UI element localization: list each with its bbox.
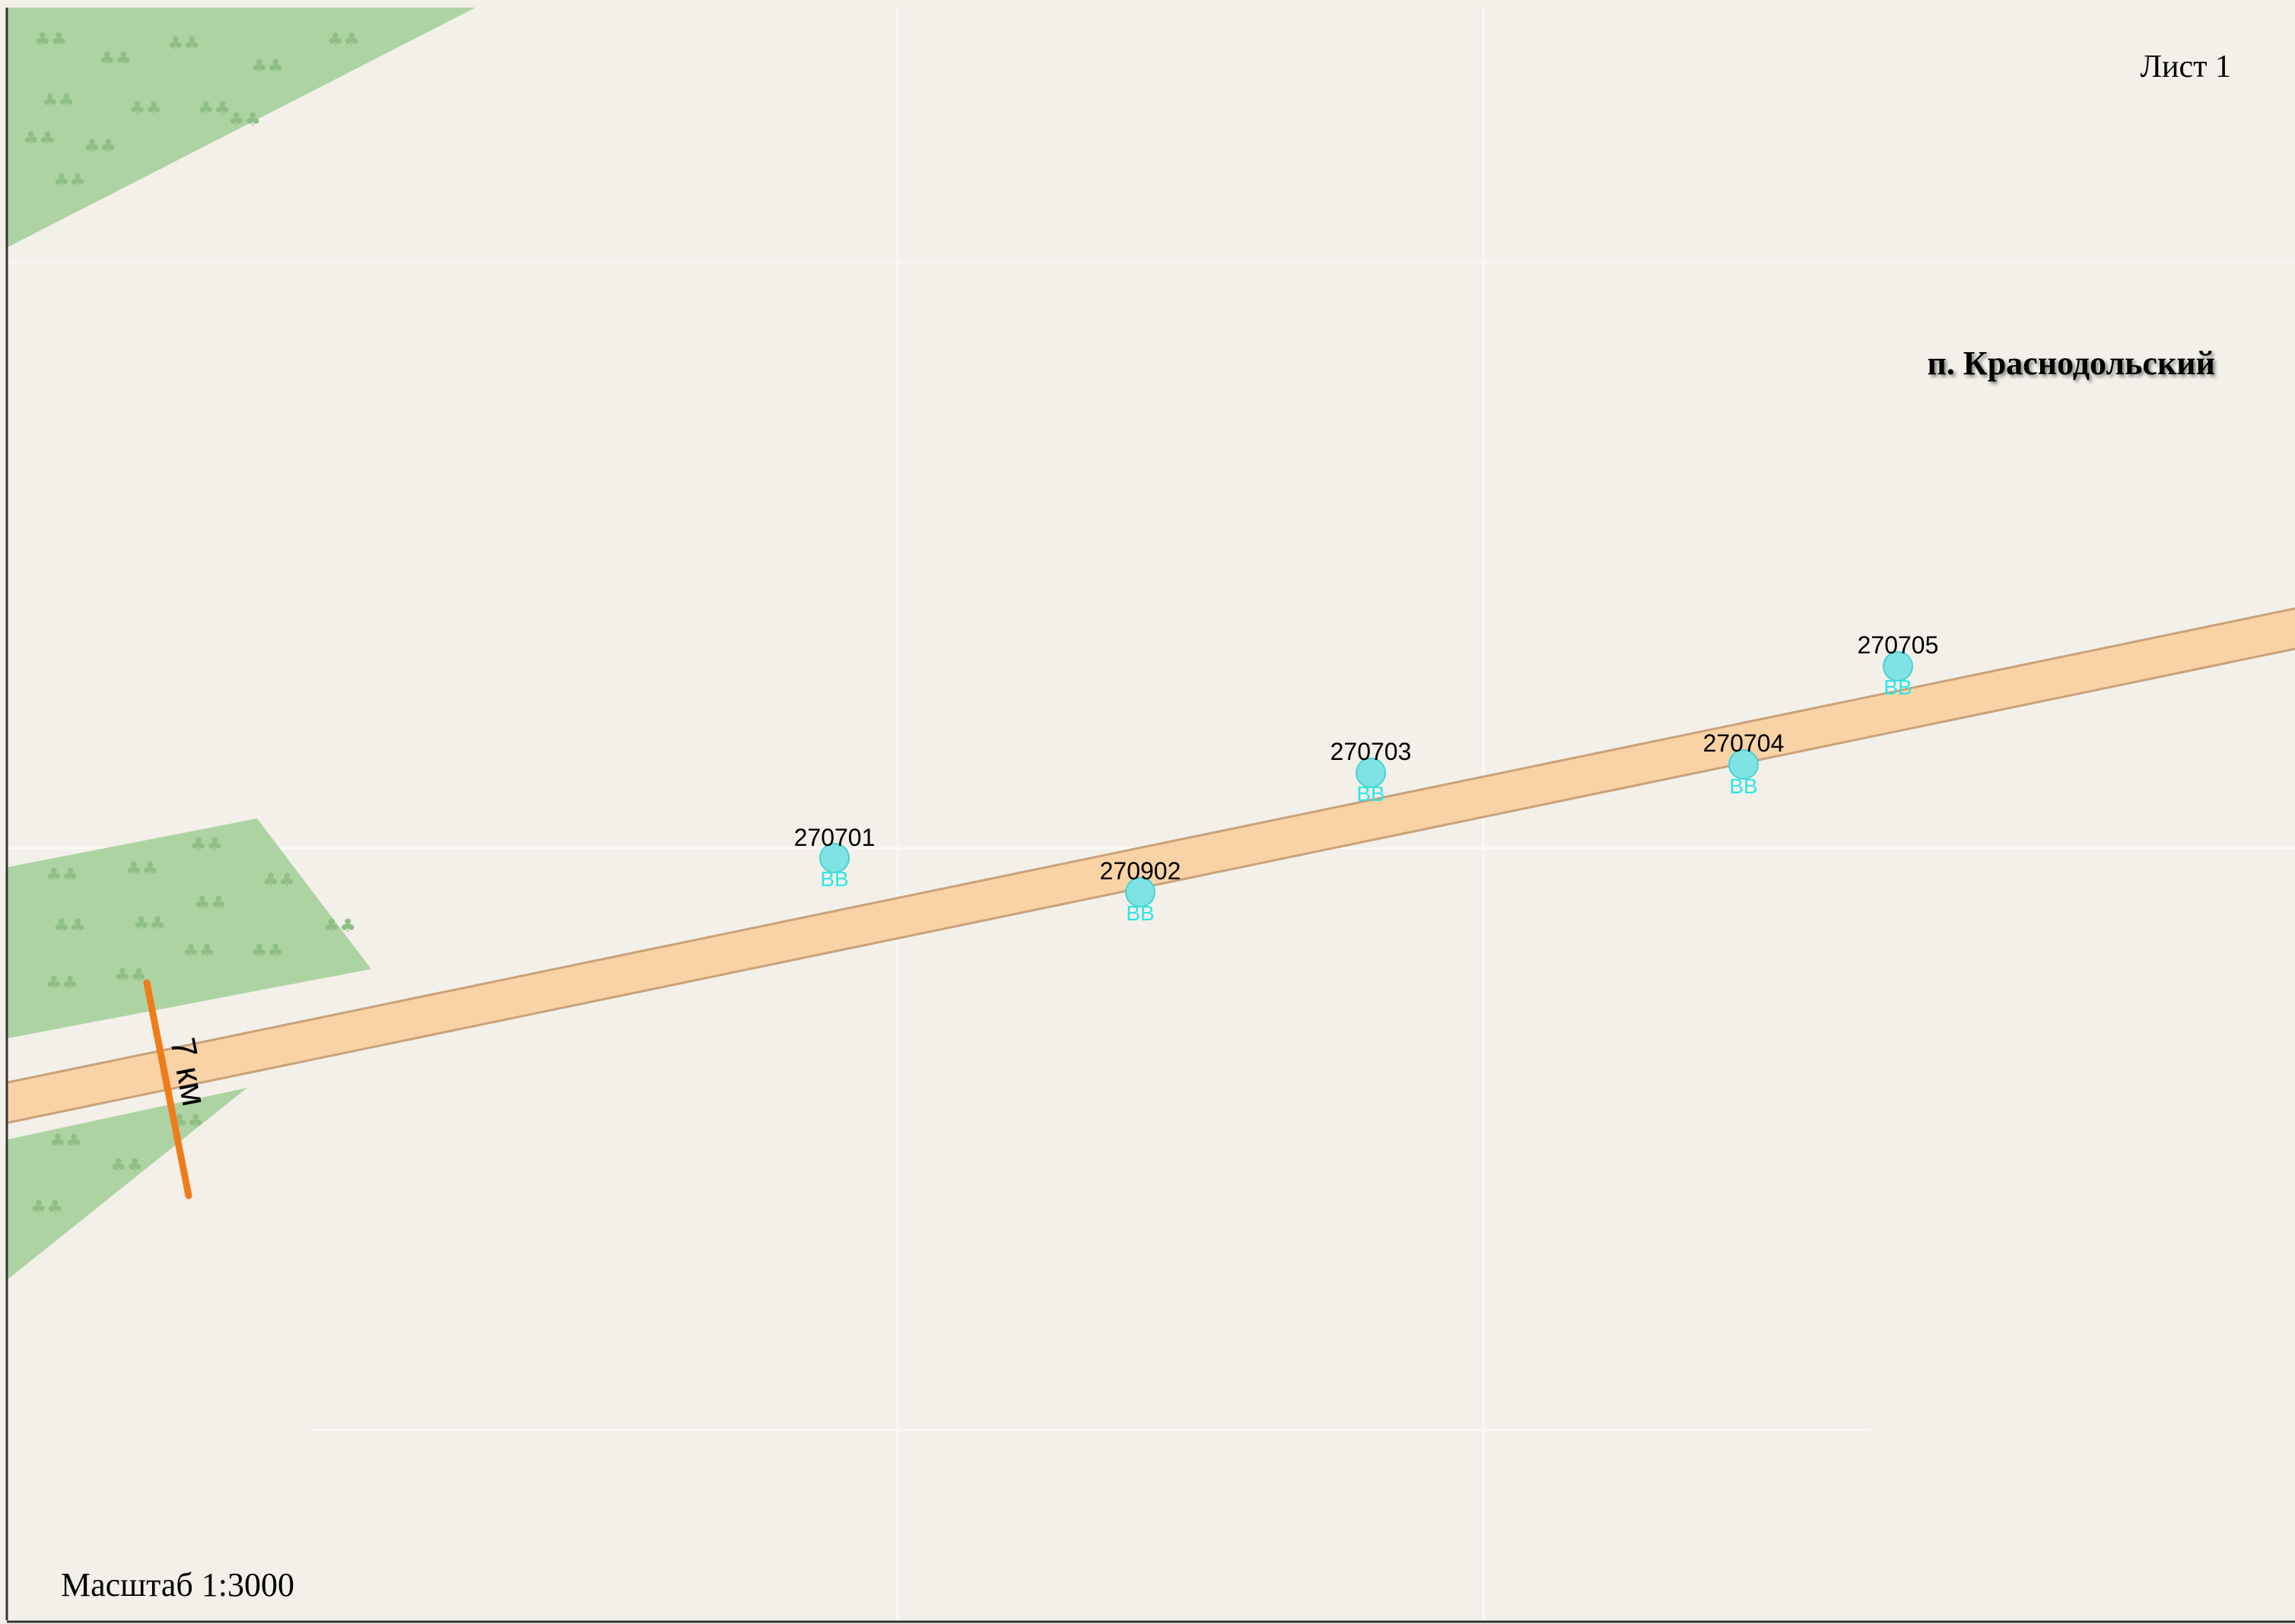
tree-icon: ♣♣: [46, 972, 78, 993]
tree-icon: ♣♣: [228, 109, 261, 130]
tree-icon: ♣♣: [251, 940, 284, 961]
points-layer: 270701 ВВ 270902 ВВ 270703 ВВ 270704 ВВ …: [794, 631, 1939, 925]
tree-icon: ♣♣: [110, 1155, 143, 1176]
tree-icon: ♣♣: [53, 170, 86, 191]
tree-icon: ♣♣: [23, 128, 56, 149]
tree-icon: ♣♣: [84, 135, 116, 157]
tree-icon: ♣♣: [251, 56, 284, 77]
forest-area-top-left: [8, 8, 475, 247]
point-id-label: 270704: [1703, 729, 1785, 757]
settlement-name-label: п. Краснодольский: [1927, 345, 2215, 382]
tree-icon: ♣♣: [126, 858, 158, 879]
hydrant-circle-icon[interactable]: [1125, 877, 1155, 907]
tree-icon: ♣♣ ♣♣ ♣♣ ♣♣ ♣♣ ♣♣ ♣♣ ♣♣ ♣♣ ♣♣ ♣♣ ♣♣ ♣♣ ♣♣ ♣♣ ♣♣ ♣♣ ♣♣ ♣♣ ♣♣…: [23, 29, 360, 1218]
tree-icon: ♣♣: [262, 869, 295, 891]
tree-icon: ♣♣: [323, 915, 356, 936]
tree-icon: ♣♣: [190, 834, 223, 855]
point-type-label: ВВ: [1729, 774, 1757, 798]
sheet-number-label: Лист 1: [2140, 49, 2231, 84]
point-id-label: 270705: [1858, 631, 1939, 659]
km-marker: 7 км: [143, 979, 215, 1200]
map-point[interactable]: 270704 ВВ: [1703, 729, 1785, 798]
tree-icon: ♣♣: [30, 1197, 63, 1218]
tree-icon: ♣♣: [114, 965, 147, 986]
tree-icon: ♣♣: [133, 913, 166, 934]
map-point[interactable]: 270703 ВВ: [1330, 738, 1412, 806]
point-id-label: 270703: [1330, 738, 1412, 765]
map-point[interactable]: 270705 ВВ: [1858, 631, 1939, 699]
tree-icon: ♣♣: [327, 29, 360, 50]
forest-areas: [8, 8, 475, 1279]
point-id-label: 270902: [1100, 857, 1181, 885]
scale-label: Масштаб 1:3000: [61, 1566, 294, 1603]
tree-icon: ♣♣: [34, 29, 67, 50]
tree-icon: ♣♣: [42, 90, 75, 111]
forest-area-middle-left: [8, 818, 371, 1038]
km-marker-line: [143, 979, 192, 1200]
tree-icon: ♣♣: [49, 1130, 82, 1152]
point-type-label: ВВ: [820, 867, 848, 891]
hydrant-circle-icon[interactable]: [1728, 749, 1759, 780]
point-id-label: 270701: [794, 824, 876, 851]
tree-icon: ♣♣: [129, 97, 162, 119]
road-edge-top: [7, 607, 2295, 1084]
tree-icon: ♣♣: [194, 892, 227, 914]
sheet-frame: [5, 8, 2295, 1623]
tree-icon: ♣♣: [183, 940, 215, 961]
hydrant-circle-icon[interactable]: [1356, 758, 1386, 788]
hydrant-circle-icon[interactable]: [819, 843, 850, 873]
tree-icon: ♣♣: [198, 97, 230, 119]
map-point[interactable]: 270902 ВВ: [1100, 857, 1181, 925]
tree-icon: ♣♣: [53, 915, 86, 936]
map-point[interactable]: 270701 ВВ: [794, 824, 876, 891]
tree-icon: ♣♣: [167, 33, 200, 54]
tree-icon: ♣♣: [46, 864, 78, 885]
point-type-label: ВВ: [1883, 675, 1912, 699]
point-type-label: ВВ: [1126, 901, 1154, 925]
point-type-label: ВВ: [1356, 782, 1384, 806]
road-surface: [8, 609, 2295, 1123]
forest-area-bottom-left: [8, 1088, 247, 1279]
hydrant-circle-icon[interactable]: [1883, 651, 1913, 682]
tree-icon: ♣♣: [99, 48, 132, 69]
